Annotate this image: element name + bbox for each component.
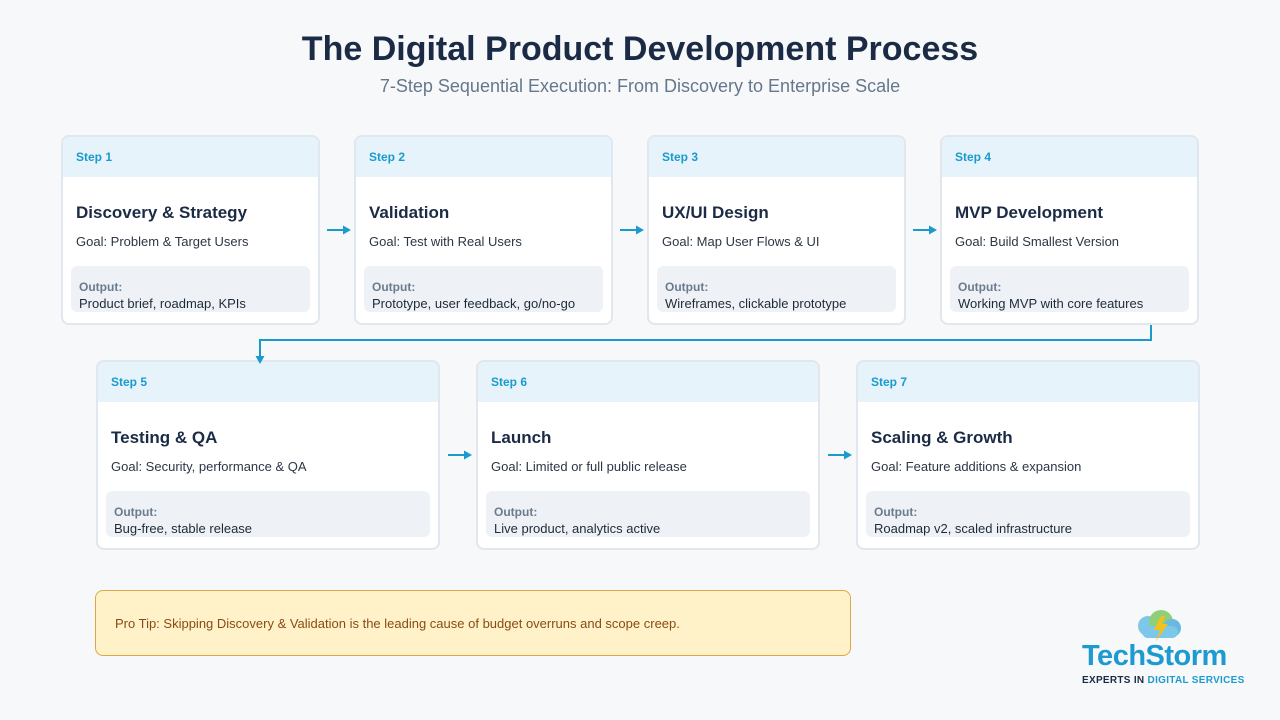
step-card-header: Step 7 <box>858 362 1198 402</box>
step-card-header: Step 6 <box>478 362 818 402</box>
pro-tip-text: Pro Tip: Skipping Discovery & Validation… <box>115 615 680 631</box>
arrow-right-icon <box>828 450 852 460</box>
output-box: Output: Product brief, roadmap, KPIs <box>71 266 310 312</box>
step-card-header: Step 5 <box>98 362 438 402</box>
output-label: Output: <box>114 505 158 519</box>
step-number: Step 3 <box>662 150 699 164</box>
logo-tagline-highlight: DIGITAL SERVICES <box>1147 675 1245 686</box>
step-card-6: Step 6 Launch Goal: Limited or full publ… <box>476 360 820 550</box>
step-title: Testing & QA <box>111 428 218 447</box>
step-number: Step 2 <box>369 150 406 164</box>
step-goal: Goal: Build Smallest Version <box>955 234 1120 249</box>
output-label: Output: <box>79 280 123 294</box>
arrow-right-icon <box>448 450 472 460</box>
step-title: Scaling & Growth <box>871 428 1013 447</box>
step-number: Step 5 <box>111 375 148 389</box>
arrow-right-icon <box>620 225 644 235</box>
output-text: Roadmap v2, scaled infrastructure <box>874 521 1072 536</box>
step-card-2: Step 2 Validation Goal: Test with Real U… <box>354 135 613 325</box>
step-number: Step 6 <box>491 375 528 389</box>
step-title: Launch <box>491 428 552 447</box>
output-box: Output: Working MVP with core features <box>950 266 1189 312</box>
page-subtitle: 7-Step Sequential Execution: From Discov… <box>379 76 901 96</box>
page-title: The Digital Product Development Process <box>301 30 979 68</box>
output-box: Output: Live product, analytics active <box>486 491 810 537</box>
logo-tagline: EXPERTS IN DIGITAL SERVICES <box>1082 675 1245 686</box>
step-card-5: Step 5 Testing & QA Goal: Security, perf… <box>96 360 440 550</box>
arrow-right-icon <box>913 225 937 235</box>
step-card-3: Step 3 UX/UI Design Goal: Map User Flows… <box>647 135 906 325</box>
logo-tagline-prefix: EXPERTS IN <box>1082 675 1148 686</box>
output-box: Output: Bug-free, stable release <box>106 491 430 537</box>
step-goal: Goal: Map User Flows & UI <box>662 234 820 249</box>
output-label: Output: <box>958 280 1002 294</box>
step-goal: Goal: Problem & Target Users <box>76 234 249 249</box>
arrow-right-icon <box>327 225 351 235</box>
step-title: UX/UI Design <box>662 203 769 222</box>
output-text: Product brief, roadmap, KPIs <box>79 296 246 311</box>
step-card-header: Step 4 <box>942 137 1197 177</box>
step-title: Validation <box>369 203 450 222</box>
pro-tip-callout: Pro Tip: Skipping Discovery & Validation… <box>95 590 851 656</box>
logo-wordmark: TechStorm <box>1082 640 1227 672</box>
output-label: Output: <box>494 505 538 519</box>
step-goal: Goal: Security, performance & QA <box>111 459 307 474</box>
step-title: Discovery & Strategy <box>76 203 248 222</box>
output-label: Output: <box>665 280 709 294</box>
output-text: Live product, analytics active <box>494 521 661 536</box>
output-box: Output: Prototype, user feedback, go/no-… <box>364 266 603 312</box>
output-text: Wireframes, clickable prototype <box>665 296 847 311</box>
output-label: Output: <box>874 505 918 519</box>
wrap-connector-arrow <box>255 325 1152 364</box>
step-card-header: Step 3 <box>649 137 904 177</box>
output-text: Prototype, user feedback, go/no-go <box>372 296 576 311</box>
output-box: Output: Wireframes, clickable prototype <box>657 266 896 312</box>
output-text: Working MVP with core features <box>958 296 1144 311</box>
step-number: Step 4 <box>955 150 992 164</box>
techstorm-logo: TechStorm EXPERTS IN DIGITAL SERVICES <box>1078 610 1248 692</box>
step-card-7: Step 7 Scaling & Growth Goal: Feature ad… <box>856 360 1200 550</box>
step-card-header: Step 2 <box>356 137 611 177</box>
step-title: MVP Development <box>955 203 1104 222</box>
step-card-header: Step 1 <box>63 137 318 177</box>
step-number: Step 7 <box>871 375 908 389</box>
output-box: Output: Roadmap v2, scaled infrastructur… <box>866 491 1190 537</box>
output-label: Output: <box>372 280 416 294</box>
step-number: Step 1 <box>76 150 113 164</box>
step-goal: Goal: Test with Real Users <box>369 234 522 249</box>
step-goal: Goal: Feature additions & expansion <box>871 459 1082 474</box>
step-goal: Goal: Limited or full public release <box>491 459 687 474</box>
output-text: Bug-free, stable release <box>114 521 253 536</box>
cloud-lightning-icon <box>1138 610 1181 641</box>
step-card-1: Step 1 Discovery & Strategy Goal: Proble… <box>61 135 320 325</box>
step-card-4: Step 4 MVP Development Goal: Build Small… <box>940 135 1199 325</box>
